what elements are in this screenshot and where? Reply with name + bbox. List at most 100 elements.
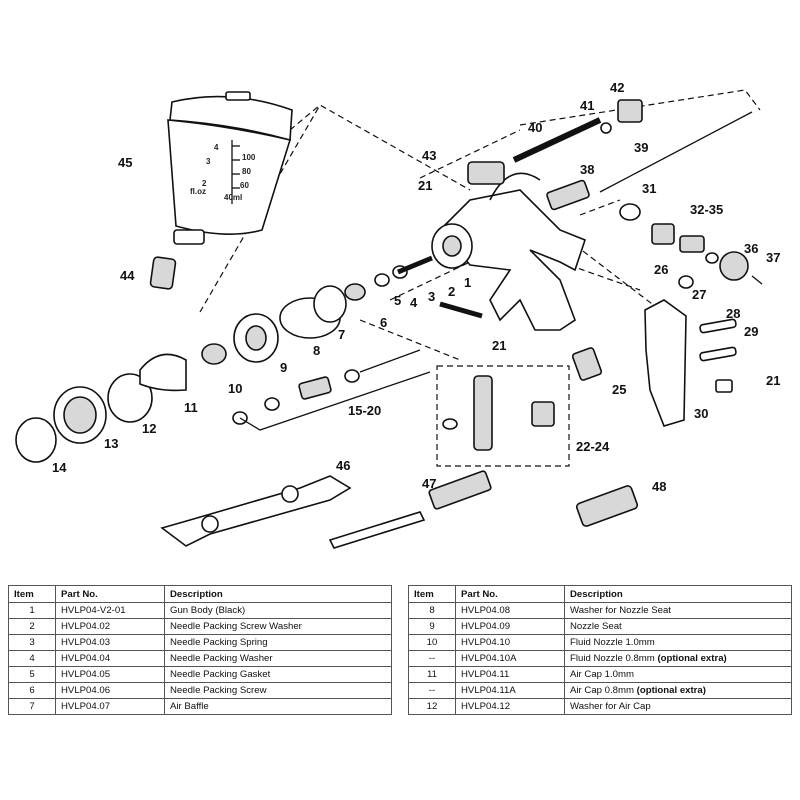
cell-item: 2 [8, 618, 56, 635]
cell-description: Needle Packing Spring [164, 634, 392, 651]
callout-2: 2 [448, 284, 455, 299]
cell-part-no: HVLP04.12 [455, 698, 565, 715]
header-part-no: Part No. [55, 585, 165, 603]
cell-item: 12 [408, 698, 456, 715]
cell-item: 6 [8, 682, 56, 699]
cell-part-no: HVLP04.06 [55, 682, 165, 699]
description-text: Fluid Nozzle 0.8mm [570, 653, 658, 664]
cell-item: 4 [8, 650, 56, 667]
cup-unit-left: fl.oz [190, 187, 206, 196]
header-description: Description [564, 585, 792, 603]
cell-item: 7 [8, 698, 56, 715]
description-text: Air Cap 1.0mm [570, 669, 634, 680]
callout-31: 31 [642, 181, 656, 196]
cup-mark-right-3: 40ml [224, 193, 242, 202]
callout-22-24: 22-24 [576, 439, 610, 454]
cell-description: Needle Packing Washer [164, 650, 392, 667]
cell-description: Gun Body (Black) [164, 602, 392, 619]
boxed-air-valve-parts [442, 375, 555, 451]
cell-item: 3 [8, 634, 56, 651]
cup-mark-left-0: 4 [214, 143, 219, 152]
callout-40: 40 [528, 120, 542, 135]
paint-cup: 4 3 2 fl.oz 100 80 60 40ml [149, 91, 293, 290]
header-part-no: Part No. [455, 585, 565, 603]
callout-27: 27 [692, 287, 706, 302]
callout-1: 1 [464, 275, 471, 290]
cell-item: -- [408, 650, 456, 667]
callout-32-35: 32-35 [690, 202, 723, 217]
table-header-row: Item Part No. Description [408, 585, 792, 603]
cell-part-no: HVLP04.08 [455, 602, 565, 619]
callout-39: 39 [634, 140, 648, 155]
cell-description: Washer for Nozzle Seat [564, 602, 792, 619]
callout-30: 30 [694, 406, 708, 421]
callout-44: 44 [120, 268, 135, 283]
adjuster-and-trigger-parts [619, 203, 763, 427]
cell-description: Fluid Nozzle 0.8mm (optional extra) [564, 650, 792, 667]
cell-item: 10 [408, 634, 456, 651]
callout-45: 45 [118, 155, 132, 170]
cell-description: Air Baffle [164, 698, 392, 715]
description-text: Fluid Nozzle 1.0mm [570, 637, 655, 648]
description-text: Washer for Air Cap [570, 701, 651, 712]
cell-part-no: HVLP04.05 [55, 666, 165, 683]
callout-41: 41 [580, 98, 594, 113]
cell-description: Fluid Nozzle 1.0mm [564, 634, 792, 651]
callout-46: 46 [336, 458, 350, 473]
callout-21-top: 21 [418, 178, 432, 193]
callout-3: 3 [428, 289, 435, 304]
callout-38: 38 [580, 162, 594, 177]
cup-mark-left-1: 3 [206, 157, 211, 166]
optional-extra-note: (optional extra) [636, 685, 706, 696]
description-text: Washer for Nozzle Seat [570, 605, 671, 616]
callout-21-middle: 21 [492, 338, 506, 353]
cell-item: 9 [408, 618, 456, 635]
callout-7: 7 [338, 327, 345, 342]
tools [160, 470, 639, 549]
dashed-guide-lines [199, 89, 761, 467]
callout-13: 13 [104, 436, 118, 451]
cell-description: Needle Packing Screw [164, 682, 392, 699]
cell-part-no: HVLP04.10A [455, 650, 565, 667]
cell-description: Air Cap 1.0mm [564, 666, 792, 683]
cell-part-no: HVLP04.11A [455, 682, 565, 699]
cell-part-no: HVLP04.04 [55, 650, 165, 667]
callout-29: 29 [744, 324, 758, 339]
callout-5: 5 [394, 293, 401, 308]
optional-extra-note: (optional extra) [657, 653, 727, 664]
callout-15-20: 15-20 [348, 403, 381, 418]
header-item: Item [408, 585, 456, 603]
callout-labels: 1 2 3 4 5 6 7 8 9 10 11 12 13 14 15-20 2… [52, 80, 780, 494]
callout-10: 10 [228, 381, 242, 396]
callout-42: 42 [610, 80, 624, 95]
cell-part-no: HVLP04.10 [455, 634, 565, 651]
cell-description: Washer for Air Cap [564, 698, 792, 715]
cell-description: Needle Packing Gasket [164, 666, 392, 683]
callout-28: 28 [726, 306, 740, 321]
callout-9: 9 [280, 360, 287, 375]
callout-4: 4 [410, 295, 418, 310]
cup-mark-right-2: 60 [240, 181, 249, 190]
cell-description: Needle Packing Screw Washer [164, 618, 392, 635]
callout-36: 36 [744, 241, 758, 256]
callout-8: 8 [313, 343, 320, 358]
cell-part-no: HVLP04.09 [455, 618, 565, 635]
cell-part-no: HVLP04.03 [55, 634, 165, 651]
callout-11: 11 [184, 400, 198, 415]
cell-item: 1 [8, 602, 56, 619]
callout-6: 6 [380, 315, 387, 330]
cell-part-no: HVLP04.07 [55, 698, 165, 715]
